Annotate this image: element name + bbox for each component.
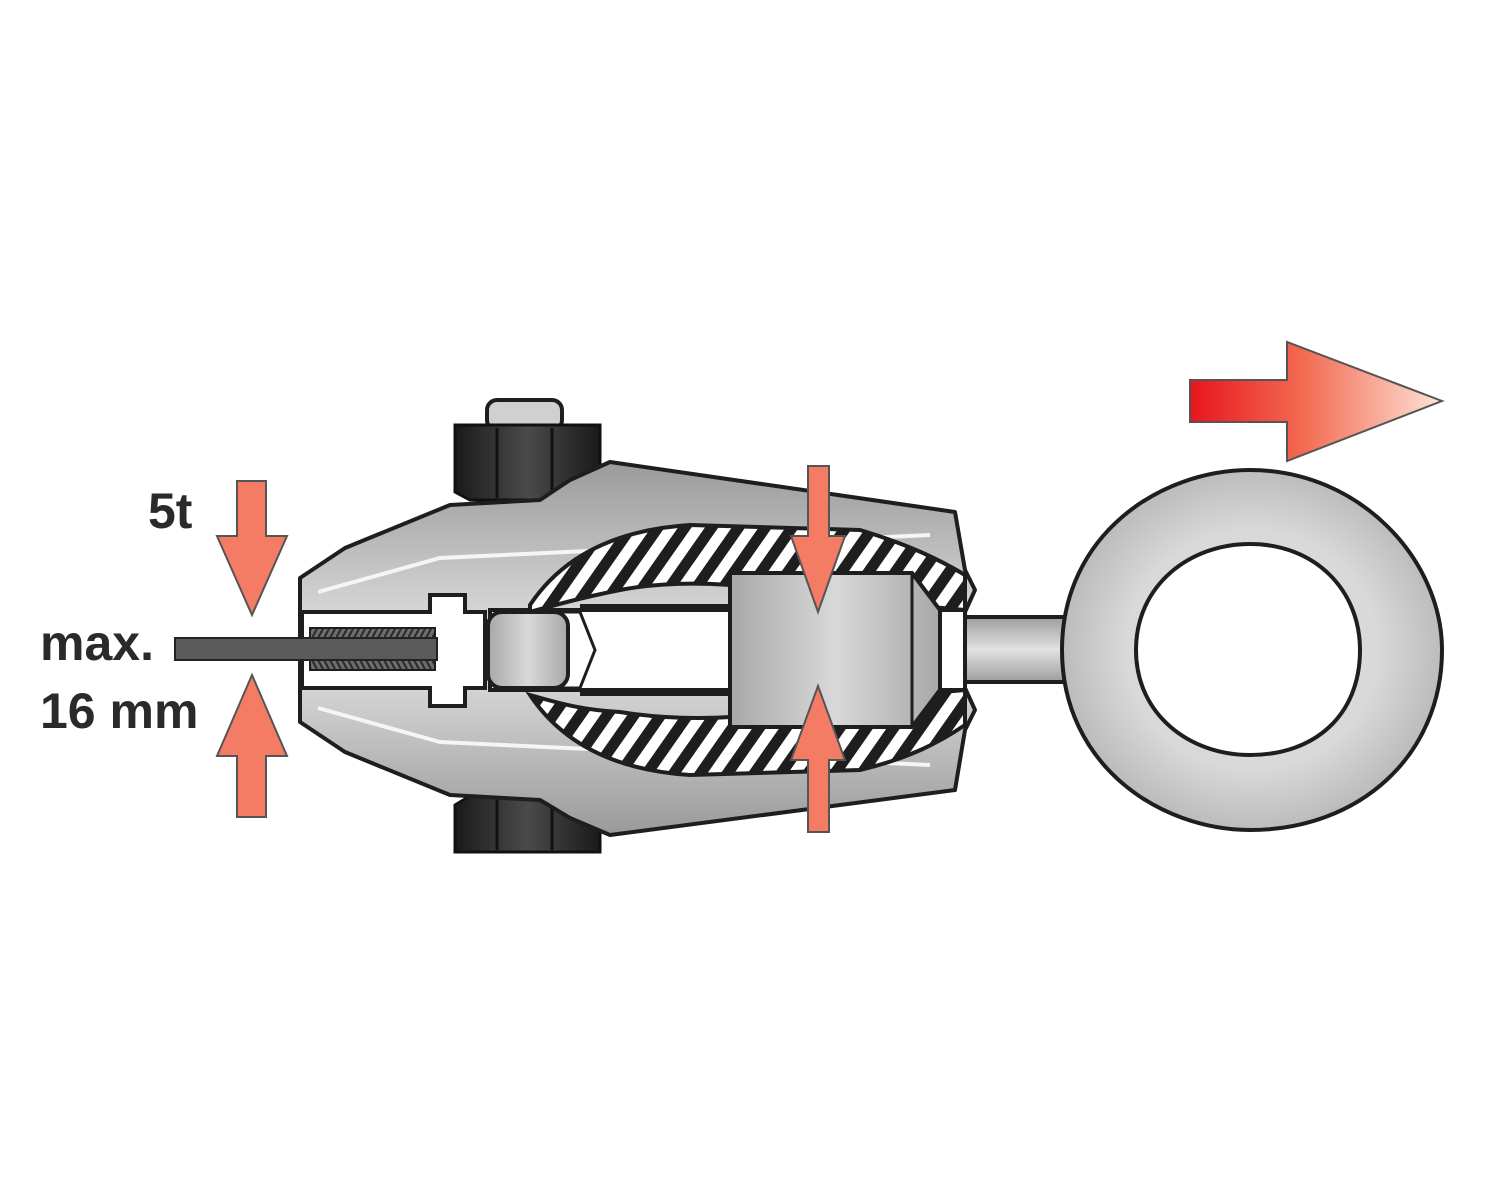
clamp-force-arrow-icon [215,480,289,618]
pull-direction-arrow-icon [1189,340,1445,463]
eye-bolt-icon [908,467,1445,833]
clamp-force-arrow-icon [789,683,847,833]
clamp-force-arrow-icon [789,465,847,615]
force-label: 5t [148,483,193,539]
workpiece-sheet [174,637,438,661]
max-label: max. [40,615,154,671]
clamp-force-arrow-icon [215,672,289,818]
size-label: 16 mm [40,683,198,739]
